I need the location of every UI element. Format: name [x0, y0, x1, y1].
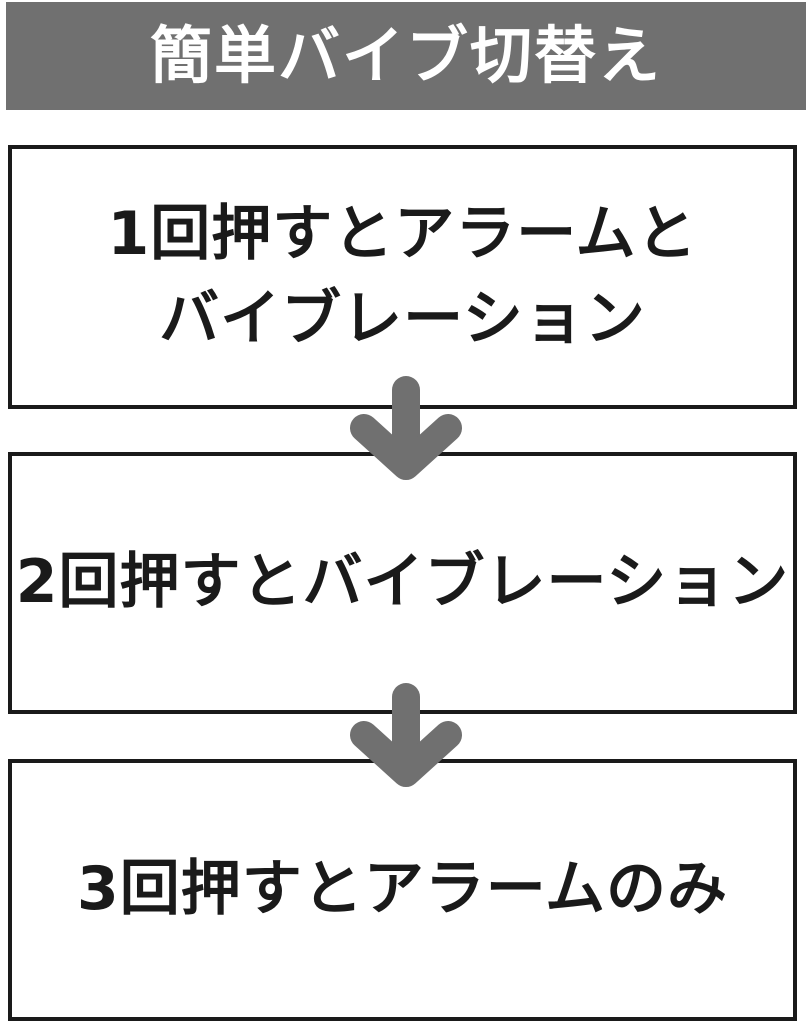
arrow-down-icon: [350, 683, 462, 787]
arrow-down-icon: [350, 376, 462, 480]
step-box-1: 1回押すとアラームと バイブレーション: [8, 145, 797, 409]
step-1-line-2: バイブレーション: [159, 284, 646, 354]
step-2-line-1: 2回押すとバイブレーション: [15, 547, 790, 618]
step-box-3: 3回押すとアラームのみ: [8, 759, 797, 1021]
step-1-line-1: 1回押すとアラームと: [107, 198, 698, 269]
step-box-2: 2回押すとバイブレーション: [8, 452, 797, 714]
diagram-title: 簡単バイブ切替え: [149, 19, 662, 92]
step-3-line-1: 3回押すとアラームのみ: [77, 854, 728, 925]
title-banner: 簡単バイブ切替え: [6, 2, 806, 110]
